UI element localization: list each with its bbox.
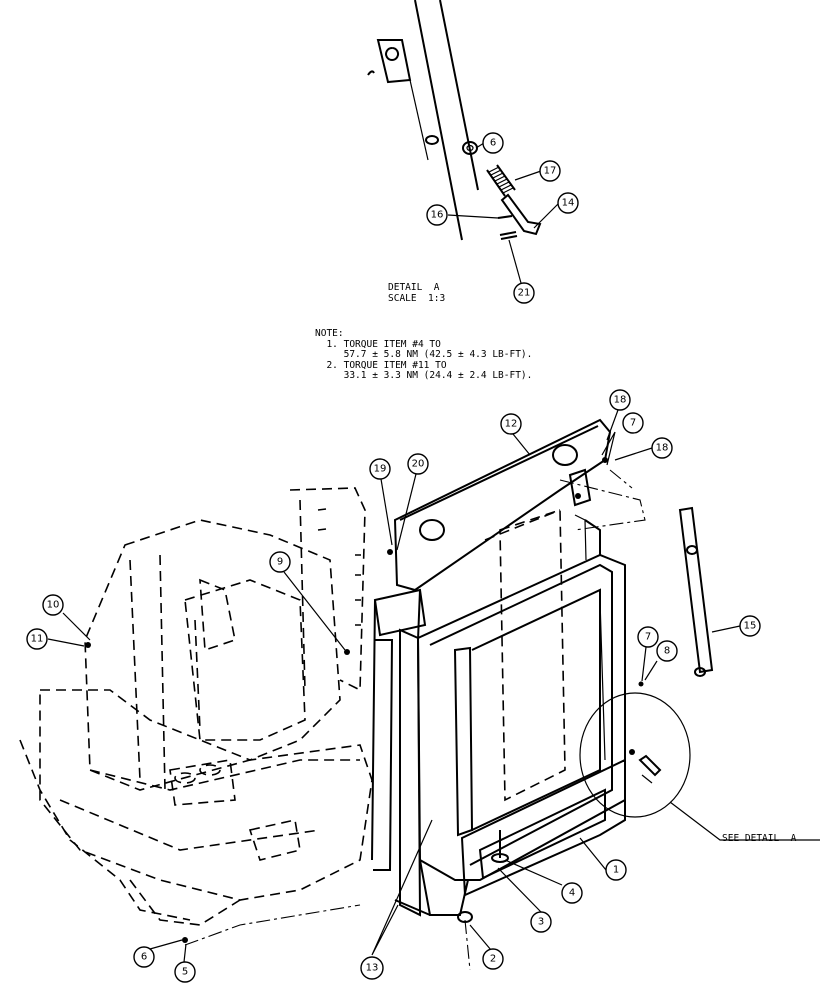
radiator-core xyxy=(394,508,626,917)
callout-label: 11 xyxy=(31,634,44,645)
callout-4: 4 xyxy=(561,882,583,904)
callout-17: 17 xyxy=(539,160,561,182)
callout-label: 8 xyxy=(664,646,670,657)
spring-part xyxy=(486,164,516,197)
callout-label: 16 xyxy=(431,210,444,221)
callout-9: 9 xyxy=(269,551,291,573)
callout-19: 19 xyxy=(369,458,391,480)
upper-bracket xyxy=(393,418,612,592)
callout-8: 8 xyxy=(656,640,678,662)
detail-title: DETAIL A xyxy=(388,282,440,293)
callout-6-detail: 6 xyxy=(482,132,504,154)
callout-label: 2 xyxy=(490,954,496,965)
callout-18-top: 18 xyxy=(609,389,631,411)
callout-20: 20 xyxy=(407,453,429,475)
callout-label: 17 xyxy=(544,166,557,177)
callout-label: 13 xyxy=(366,963,379,974)
callout-label: 6 xyxy=(141,952,147,963)
detail-a-caption: DETAIL A SCALE 1:3 xyxy=(388,282,446,304)
callout-label: 1 xyxy=(613,865,619,876)
callout-13: 13 xyxy=(360,956,384,980)
callout-7-side: 7 xyxy=(637,626,659,648)
side-shield xyxy=(678,506,714,677)
callout-3: 3 xyxy=(530,911,552,933)
callout-label: 18 xyxy=(614,395,627,406)
note-line-1: 1. TORQUE ITEM #4 TO xyxy=(326,338,441,350)
note-block: NOTE: 1. TORQUE ITEM #4 TO 57.7 ± 5.8 NM… xyxy=(315,328,533,382)
callout-10: 10 xyxy=(42,594,64,616)
callout-6-bottom: 6 xyxy=(133,946,155,968)
see-detail-label: SEE DETAIL A xyxy=(722,833,797,844)
callout-label: 10 xyxy=(47,600,60,611)
callout-label: 19 xyxy=(374,464,387,475)
callout-21: 21 xyxy=(513,282,535,304)
callout-label: 18 xyxy=(656,443,669,454)
callout-label: 12 xyxy=(505,419,518,430)
callout-1: 1 xyxy=(605,859,627,881)
callout-label: 4 xyxy=(569,888,575,899)
callout-15: 15 xyxy=(739,615,761,637)
main-assembly-drawing xyxy=(19,142,820,971)
callout-label: 15 xyxy=(744,621,757,632)
callout-label: 6 xyxy=(490,138,496,149)
callout-2: 2 xyxy=(482,948,504,970)
callout-18-right: 18 xyxy=(651,437,673,459)
callout-5: 5 xyxy=(174,961,196,983)
note-heading: NOTE: xyxy=(315,328,344,339)
callout-7-top: 7 xyxy=(622,412,644,434)
note-line-3: 2. TORQUE ITEM #11 TO xyxy=(326,359,447,371)
callout-label: 20 xyxy=(412,459,425,470)
callout-label: 5 xyxy=(182,967,188,978)
callout-14: 14 xyxy=(557,192,579,214)
detail-scale: SCALE 1:3 xyxy=(388,292,446,304)
callout-label: 3 xyxy=(538,917,544,928)
callout-11: 11 xyxy=(26,628,48,650)
callout-16: 16 xyxy=(426,204,448,226)
callout-label: 9 xyxy=(277,557,283,568)
callout-label: 7 xyxy=(645,632,651,643)
callout-label: 21 xyxy=(518,288,531,299)
note-line-4: 33.1 ± 3.3 NM (24.4 ± 2.4 LB-FT). xyxy=(343,370,533,381)
callout-label: 14 xyxy=(562,198,575,209)
callout-12: 12 xyxy=(500,413,522,435)
callout-label: 7 xyxy=(630,418,636,429)
note-line-2: 57.7 ± 5.8 NM (42.5 ± 4.3 LB-FT). xyxy=(343,349,533,360)
detail-a-drawing xyxy=(367,0,542,241)
